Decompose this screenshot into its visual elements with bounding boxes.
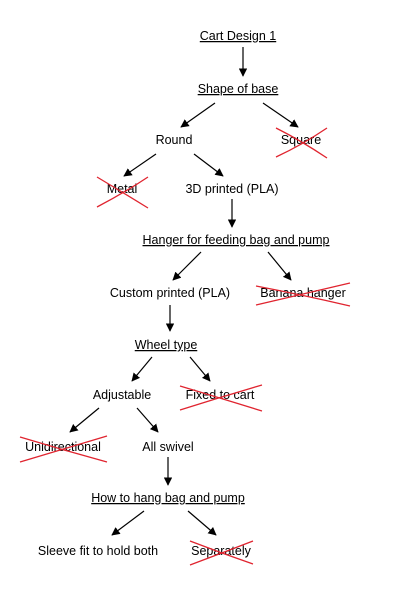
node-3d-printed-pla: 3D printed (PLA) [185,182,278,196]
arrow-hanger-to-banana [267,251,292,281]
arrow-hanger-to-custom [172,251,202,281]
node-hanger-heading: Hanger for feeding bag and pump [143,233,330,247]
arrow-round-to-metal [123,153,157,177]
arrow-hang-to-separately [187,510,217,536]
arrow-adjustable-to-unidirectional [69,407,100,433]
node-metal: Metal [107,182,138,196]
arrow-shape-to-square [262,102,299,128]
arrow-adjustable-to-swivel [136,407,159,433]
node-separately: Separately [191,544,252,558]
arrow-wheel-to-fixed [189,356,211,382]
node-fixed-to-cart: Fixed to cart [186,388,255,402]
node-custom-printed: Custom printed (PLA) [110,286,230,300]
node-sleeve-fit: Sleeve fit to hold both [38,544,158,558]
arrow-hang-to-sleeve [111,510,145,536]
rejected-cross-square [275,127,328,159]
rejected-cross-fixed-to-cart [179,384,263,412]
arrow-round-to-pla [193,153,224,177]
node-shape-of-base: Shape of base [198,82,279,96]
arrow-shape-to-round [180,102,216,128]
rejected-cross-metal [96,176,149,209]
node-adjustable: Adjustable [93,388,151,402]
node-round: Round [156,133,193,147]
rejected-cross-banana-hanger [255,282,351,307]
node-cart-design: Cart Design 1 [200,29,276,43]
arrow-wheel-to-adjustable [131,356,153,382]
rejected-cross-separately [189,540,254,566]
node-hang-heading: How to hang bag and pump [91,491,245,505]
node-all-swivel: All swivel [142,440,193,454]
rejected-cross-unidirectional [19,435,108,463]
node-wheel-type: Wheel type [135,338,198,352]
node-banana-hanger: Banana hanger [260,286,346,300]
